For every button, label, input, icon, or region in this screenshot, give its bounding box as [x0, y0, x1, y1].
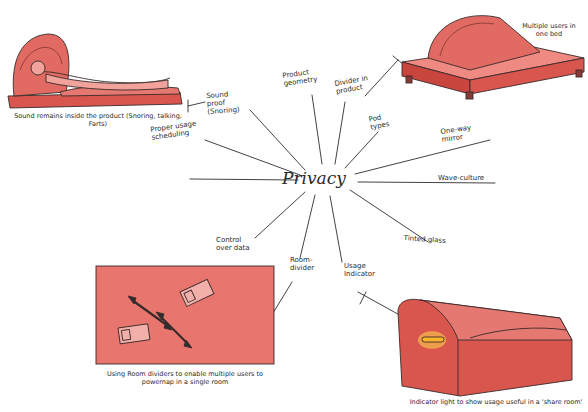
branch-label: Divider in product: [334, 73, 376, 96]
bed-sketch: [402, 16, 584, 99]
branch-label: Control over data: [216, 236, 256, 252]
sketch-caption: Indicator light to show usage useful in …: [408, 398, 584, 406]
branch-label: Proper usage scheduling: [150, 118, 206, 141]
usage-pod-sketch: [398, 299, 572, 396]
leader-bar: [360, 292, 366, 304]
branch-line: [255, 192, 305, 238]
branch-label: Tinted glass: [403, 234, 453, 245]
branch-line: [355, 140, 490, 174]
branch-label: One-way mirror: [440, 121, 494, 144]
branch-label: Wave-culture: [438, 174, 498, 182]
branch-label: Usage Indicator: [344, 262, 384, 278]
branch-line: [335, 102, 345, 164]
branch-line: [330, 196, 342, 262]
leader-line: [365, 60, 398, 96]
lounge-sketch: [8, 34, 182, 108]
sketch-caption: Sound remains inside the product (Snorin…: [8, 112, 188, 128]
divider-wall: [160, 316, 188, 344]
branch-label: Product geometry: [282, 66, 324, 87]
branch-line: [345, 132, 378, 168]
branch-label: Pod types: [368, 109, 405, 132]
leader-bar: [393, 56, 403, 64]
leader-bar: [188, 100, 189, 112]
branch-label: Room-divider: [290, 256, 324, 272]
branch-line: [250, 110, 305, 170]
branch-line: [300, 195, 315, 258]
central-topic: Privacy: [282, 168, 362, 188]
branch-line: [358, 182, 495, 183]
branch-label: Sound proof (Snoring): [206, 89, 248, 116]
room-plan-sketch: [96, 266, 274, 364]
divider-wall: [132, 300, 168, 326]
sketch-caption: Using Room dividers to enable multiple u…: [92, 370, 278, 386]
leader-line: [188, 102, 205, 106]
branch-line: [190, 179, 298, 180]
sketch-caption: Multiple users in one bed: [520, 22, 578, 38]
branch-line: [312, 95, 322, 164]
